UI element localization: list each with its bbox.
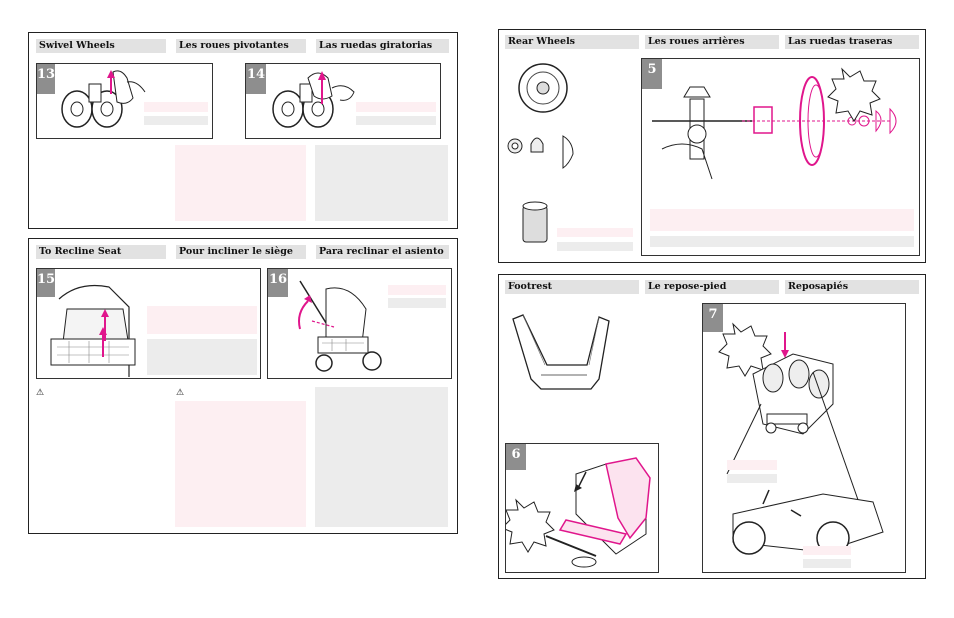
stroller-recline-illustration <box>298 280 382 372</box>
caption-bar <box>147 339 257 375</box>
caption-bar <box>144 116 208 125</box>
text-block-es <box>315 145 448 221</box>
step-number: 6 <box>506 444 526 470</box>
rear-axle-assembly-illustration <box>652 67 897 180</box>
step-13-figure: 13 <box>36 63 213 139</box>
stroller-seat-back-illustration <box>50 284 136 377</box>
section-header-en: Swivel Wheels <box>36 39 166 53</box>
section-header-es: Las ruedas giratorias <box>316 39 449 53</box>
warning-triangle-icon: ⚠ <box>36 388 45 398</box>
section-header-en: Footrest <box>505 280 639 294</box>
caption-bar <box>650 236 914 247</box>
caster-wheel-illustration <box>272 71 355 128</box>
caption-bar <box>356 102 436 112</box>
step-16-figure: 16 <box>267 268 452 379</box>
step-7-figure: 7 <box>702 303 906 573</box>
swivel-wheels-panel: Swivel Wheels Les roues pivotantes Las r… <box>28 32 458 229</box>
step-number: 16 <box>268 269 288 297</box>
warning-text-block-fr <box>175 401 306 527</box>
caption-bar <box>803 546 851 555</box>
recline-seat-panel: To Recline Seat Pour incliner le siège P… <box>28 238 458 534</box>
caption-bar <box>650 209 914 231</box>
rear-wheel-parts-illustration <box>507 63 574 243</box>
text-block-fr <box>175 145 306 221</box>
warning-triangle-icon: ⚠ <box>176 388 185 398</box>
section-header-fr: Les roues pivotantes <box>176 39 306 53</box>
caster-wheel-illustration <box>61 70 146 128</box>
section-header-es: Reposapiés <box>785 280 919 294</box>
step-number: 7 <box>703 304 723 332</box>
step-number: 14 <box>246 64 266 94</box>
caption-bar <box>144 102 208 112</box>
section-header-fr: Le repose-pied <box>645 280 779 294</box>
section-header-fr: Pour incliner le siège <box>176 245 306 259</box>
step-5-figure: 5 <box>641 58 920 256</box>
caption-bar <box>727 474 777 483</box>
caption-bar <box>803 559 851 568</box>
section-header-es: Para reclinar el asiento <box>316 245 449 259</box>
step-6-figure: 6 <box>505 443 659 573</box>
warning-text-block-es <box>315 387 448 527</box>
step-number: 13 <box>37 64 55 94</box>
step-number: 5 <box>642 59 662 89</box>
caption-bar <box>557 242 633 251</box>
step-number: 15 <box>37 269 55 297</box>
footrest-part-illustration <box>512 314 610 390</box>
footrest-panel: Footrest Le repose-pied Reposapiés 6 7 <box>498 274 926 579</box>
section-header-en: Rear Wheels <box>505 35 639 49</box>
caption-bar <box>356 116 436 125</box>
footrest-install-illustration <box>506 457 651 568</box>
section-header-es: Las ruedas traseras <box>785 35 919 49</box>
section-header-en: To Recline Seat <box>36 245 166 259</box>
caption-bar <box>727 460 777 470</box>
caption-bar <box>388 298 446 308</box>
section-header-fr: Les roues arrières <box>645 35 779 49</box>
step-14-figure: 14 <box>245 63 441 139</box>
caption-bar <box>557 228 633 237</box>
rear-wheels-panel: Rear Wheels Les roues arrières Las rueda… <box>498 29 926 263</box>
footrest-attached-illustration <box>718 322 884 555</box>
caption-bar <box>388 285 446 295</box>
step-15-figure: 15 <box>36 268 261 379</box>
caption-bar <box>147 306 257 334</box>
